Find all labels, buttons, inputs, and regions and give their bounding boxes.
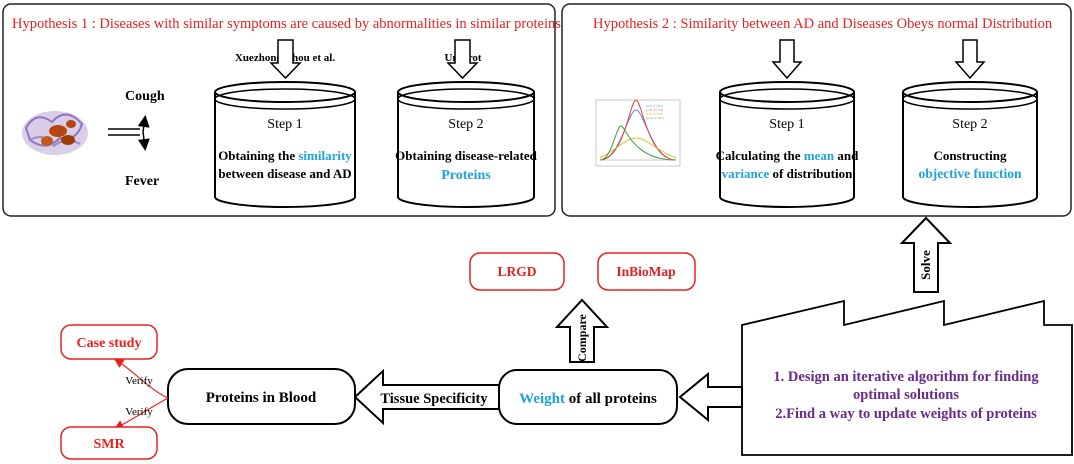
tissue-specificity-label: Tissue Specificity bbox=[380, 391, 488, 407]
step2-label-h2: Step 2 bbox=[952, 117, 987, 132]
step1-label-h2: Step 1 bbox=[769, 117, 804, 132]
compare-label: Compare bbox=[575, 313, 589, 361]
weight-highlight: Weight bbox=[519, 391, 565, 407]
database-inbiomap-label: InBioMap bbox=[616, 264, 675, 279]
symptom-split-arrow bbox=[108, 115, 150, 151]
step2-cylinder-h2 bbox=[902, 81, 1038, 208]
step1-h2-line2-post: of distribution bbox=[769, 166, 853, 181]
legend-entry-4: μ=-2, σ²=0.5 bbox=[646, 116, 664, 121]
legend-entry-1: μ=0, σ²=0.2 bbox=[646, 104, 663, 109]
hypothesis1-title: Hypothesis 1 : Diseases with similar sym… bbox=[12, 16, 561, 32]
proteins-in-blood-box bbox=[167, 368, 356, 425]
step2-label-h1: Step 2 bbox=[448, 117, 483, 132]
solve-label: Solve bbox=[918, 250, 933, 280]
step1-desc-pre: Obtaining the bbox=[218, 148, 298, 163]
step1-desc-line2-h2: variance of distribution bbox=[722, 166, 853, 181]
smr-box bbox=[60, 426, 158, 460]
variance-highlight: variance bbox=[722, 166, 770, 181]
down-arrow-step1-h2 bbox=[771, 39, 803, 80]
step1-desc-line1-h2: Calculating the mean and bbox=[716, 148, 859, 163]
algorithm-line3: 2.Find a way to update weights of protei… bbox=[775, 406, 1037, 422]
step1-label-h1: Step 1 bbox=[267, 117, 302, 132]
case-study-box bbox=[60, 324, 158, 360]
proteins-in-blood-label: Proteins in Blood bbox=[206, 390, 317, 406]
step1-cylinder-h2 bbox=[719, 81, 855, 208]
hypothesis2-title: Hypothesis 2 : Similarity between AD and… bbox=[593, 16, 1053, 32]
update-weights-arrow bbox=[678, 371, 743, 423]
case-study-label: Case study bbox=[77, 336, 142, 351]
verify-arrows bbox=[113, 358, 169, 430]
down-arrow-step2-h1 bbox=[446, 39, 479, 80]
algorithm-line2: optimal solutions bbox=[853, 387, 959, 403]
curve-green bbox=[599, 125, 677, 161]
legend-entry-3: μ=0, σ²=5.0 bbox=[646, 112, 663, 117]
protein-structure-image bbox=[22, 111, 88, 155]
database-lrgd-box bbox=[469, 252, 565, 291]
step1-cylinder-h1 bbox=[214, 81, 356, 208]
symptom-fever: Fever bbox=[125, 174, 159, 189]
similarity-highlight: similarity bbox=[298, 148, 352, 163]
weight-box-label: Weight of all proteins bbox=[519, 391, 657, 407]
smr-label: SMR bbox=[93, 437, 125, 452]
compare-arrow bbox=[554, 298, 610, 363]
verify-label-1: Verify bbox=[125, 375, 153, 387]
verify-label-2: Verify bbox=[125, 406, 153, 418]
mean-highlight: mean bbox=[804, 148, 835, 163]
step1-desc-line2-h1: between disease and AD bbox=[218, 166, 351, 181]
weight-box-rest: of all proteins bbox=[565, 391, 657, 407]
step1-h2-pre: Calculating the bbox=[716, 148, 804, 163]
proteins-highlight: Proteins bbox=[441, 168, 491, 183]
objective-function-highlight: objective function bbox=[918, 166, 1022, 181]
algorithm-line1: 1. Design an iterative algorithm for fin… bbox=[773, 369, 1039, 385]
down-arrow-step2-h2 bbox=[954, 39, 986, 80]
algorithm-box bbox=[741, 299, 1073, 456]
step2-desc-line1-h2: Constructing bbox=[934, 148, 1007, 163]
database-lrgd-label: LRGD bbox=[497, 264, 536, 279]
down-arrow-step1-h1 bbox=[269, 39, 302, 80]
curve-yellow bbox=[599, 137, 677, 159]
step1-h2-post: and bbox=[834, 148, 859, 163]
database-inbiomap-box bbox=[597, 252, 696, 291]
step1-desc-line1-h1: Obtaining the similarity bbox=[218, 148, 352, 163]
tissue-specificity-arrow bbox=[353, 368, 500, 426]
step2-desc-line1-h1: Obtaining disease-related bbox=[395, 148, 537, 163]
legend-entry-2: μ=0, σ²=1.0 bbox=[646, 108, 663, 113]
step2-cylinder-h1 bbox=[397, 81, 535, 208]
symptom-cough: Cough bbox=[125, 89, 165, 104]
solve-arrow bbox=[899, 216, 953, 293]
normal-distribution-chart: μ=0, σ²=0.2 μ=0, σ²=1.0 μ=0, σ²=5.0 μ=-2… bbox=[595, 99, 681, 167]
